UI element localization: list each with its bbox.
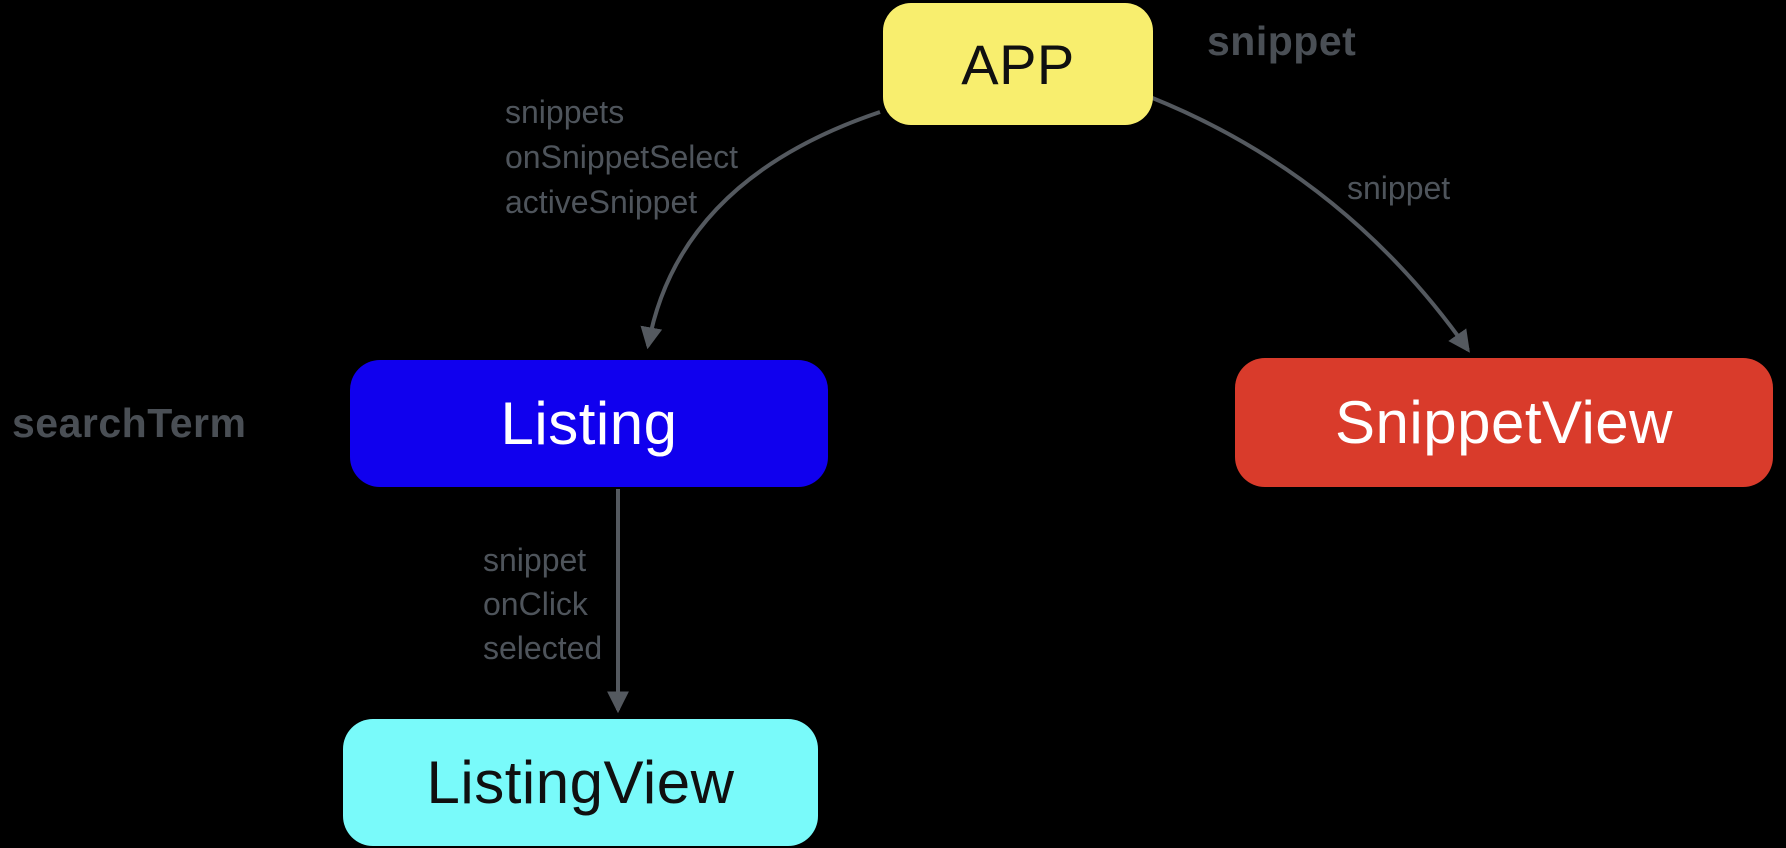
node-app: APP — [883, 3, 1153, 125]
arrow-app-to-snippetview — [1149, 95, 1470, 353]
prop-label: snippet — [483, 542, 587, 578]
prop-label: onClick — [483, 586, 588, 622]
listing-state-label: searchTerm — [12, 400, 247, 446]
prop-label: selected — [483, 630, 603, 666]
props-app-to-listing: snippets onSnippetSelect activeSnippet — [505, 90, 738, 225]
prop-label: snippets — [505, 94, 625, 130]
node-listing-label: Listing — [500, 390, 678, 457]
prop-label: onSnippetSelect — [505, 139, 739, 175]
node-listing-view-label: ListingView — [426, 749, 735, 816]
node-app-label: APP — [961, 32, 1075, 96]
node-snippet-view: SnippetView — [1235, 358, 1773, 487]
app-state-label: snippet — [1207, 18, 1357, 64]
props-app-to-snippetview: snippet — [1347, 166, 1450, 211]
prop-label: snippet — [1347, 170, 1451, 206]
node-listing-view: ListingView — [343, 719, 818, 846]
node-listing: Listing — [350, 360, 828, 487]
prop-label: activeSnippet — [505, 184, 698, 220]
props-listing-to-listingview: snippet onClick selected — [483, 538, 602, 670]
node-snippet-view-label: SnippetView — [1335, 389, 1673, 456]
